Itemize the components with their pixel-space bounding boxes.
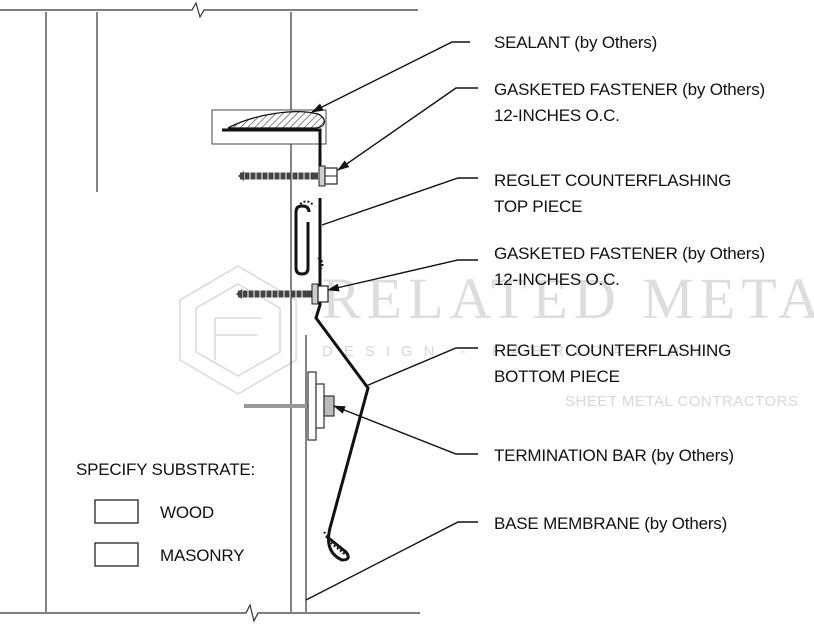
gasketed-fastener-1	[238, 165, 338, 187]
callout-termination-bar: TERMINATION BAR (by Others)	[494, 446, 734, 465]
watermark-tagline: DESIGN - FABRICATION -	[322, 343, 743, 360]
leader-termination-bar	[333, 405, 478, 455]
gasketed-fastener-2	[236, 283, 329, 305]
substrate-checkbox-masonry[interactable]	[94, 542, 139, 567]
callout-bottom-piece-line2: BOTTOM PIECE	[494, 367, 620, 386]
callout-top-piece-line2: TOP PIECE	[494, 197, 582, 216]
watermark-subtitle: SHEET METAL CONTRACTORS	[565, 393, 798, 410]
callout-fastener-1: GASKETED FASTENER (by Others)	[494, 80, 765, 99]
sealant-bead	[211, 109, 327, 145]
watermark: RELATED METAL DESIGN - FABRICATION - SHE…	[179, 265, 814, 410]
watermark-logo	[179, 265, 297, 395]
callout-fastener-2: GASKETED FASTENER (by Others)	[494, 244, 765, 263]
callouts: SEALANT (by Others) GASKETED FASTENER (b…	[494, 33, 765, 533]
callout-fastener-1-spacing: 12-INCHES O.C.	[494, 106, 620, 125]
hem-sealant	[299, 200, 324, 271]
substrate-legend: SPECIFY SUBSTRATE: WOOD MASONRY	[76, 460, 255, 567]
callout-base-membrane: BASE MEMBRANE (by Others)	[494, 514, 727, 533]
substrate-option-wood: WOOD	[160, 503, 214, 522]
callout-fastener-2-spacing: 12-INCHES O.C.	[494, 270, 620, 289]
leader-lines	[305, 41, 478, 601]
callout-bottom-piece: REGLET COUNTERFLASHING	[494, 341, 731, 360]
leader-sealant	[311, 41, 470, 113]
substrate-checkbox-wood[interactable]	[94, 499, 139, 524]
leader-base-membrane	[305, 521, 478, 601]
drip-edge-sealant	[323, 531, 349, 557]
watermark-name: RELATED METAL	[322, 266, 814, 331]
top-break-line	[0, 1, 418, 19]
leader-fastener-1	[337, 87, 478, 171]
substrate-option-masonry: MASONRY	[160, 546, 244, 565]
callout-top-piece: REGLET COUNTERFLASHING	[494, 171, 731, 190]
callout-sealant: SEALANT (by Others)	[494, 33, 657, 52]
leader-bottom-piece	[365, 347, 478, 387]
leader-fastener-2	[327, 259, 478, 292]
leader-top-piece	[321, 177, 478, 226]
substrate-heading: SPECIFY SUBSTRATE:	[76, 460, 255, 479]
bottom-break-line	[0, 603, 420, 623]
